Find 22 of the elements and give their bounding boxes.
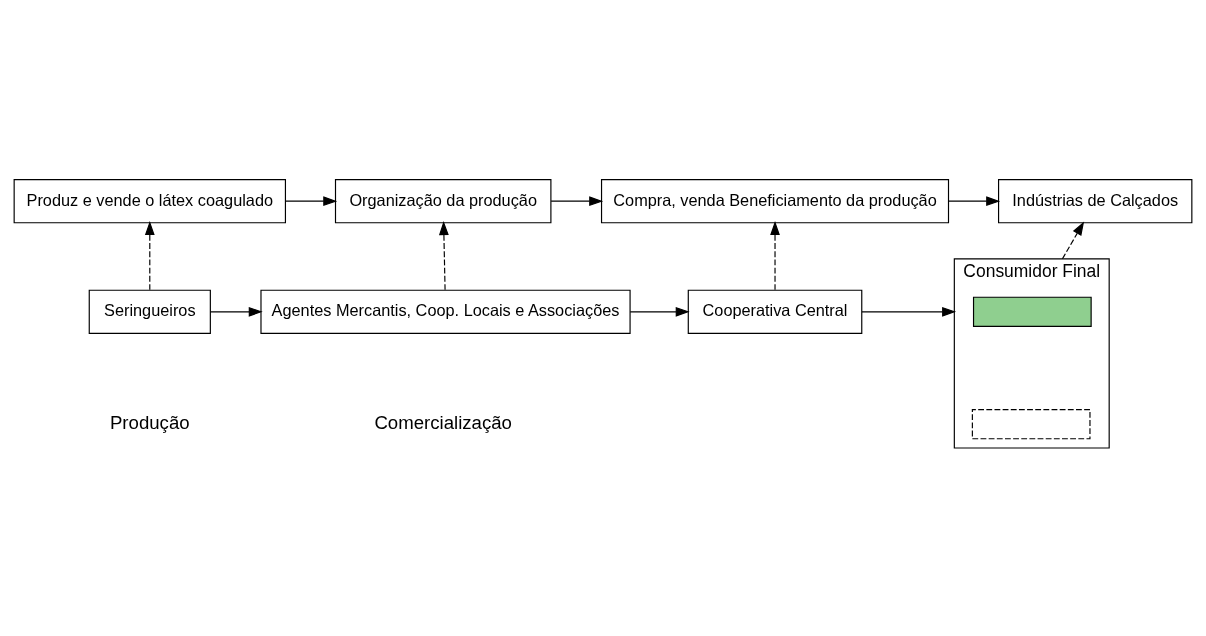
- arrow: [144, 220, 155, 290]
- arrow: [439, 220, 449, 290]
- node-box: Agentes Mercantis, Coop. Locais e Associações: [260, 289, 631, 334]
- arrow: [629, 306, 690, 317]
- arrow: [285, 195, 338, 206]
- arrow: [947, 195, 1001, 206]
- node-box: Produz e vende o látex coagulado: [13, 178, 286, 223]
- node-box: Indústrias de Calçados: [998, 178, 1193, 223]
- arrow: [209, 306, 263, 317]
- arrow: [1061, 220, 1085, 259]
- label: Comercialização: [374, 411, 512, 433]
- arrow: [861, 306, 957, 317]
- node-box: Seringueiros: [88, 289, 211, 334]
- node-box: [971, 408, 1091, 439]
- arrow: [770, 220, 780, 290]
- label: Produção: [109, 411, 190, 433]
- arrow: [550, 195, 604, 206]
- node-box: Cooperativa Central: [687, 289, 863, 334]
- node-box: Compra, venda Beneficiamento da produção: [600, 178, 950, 223]
- cluster: Consumidor Final: [953, 257, 1110, 449]
- node-box: [972, 296, 1092, 327]
- node-box: Organização da produção: [334, 178, 552, 223]
